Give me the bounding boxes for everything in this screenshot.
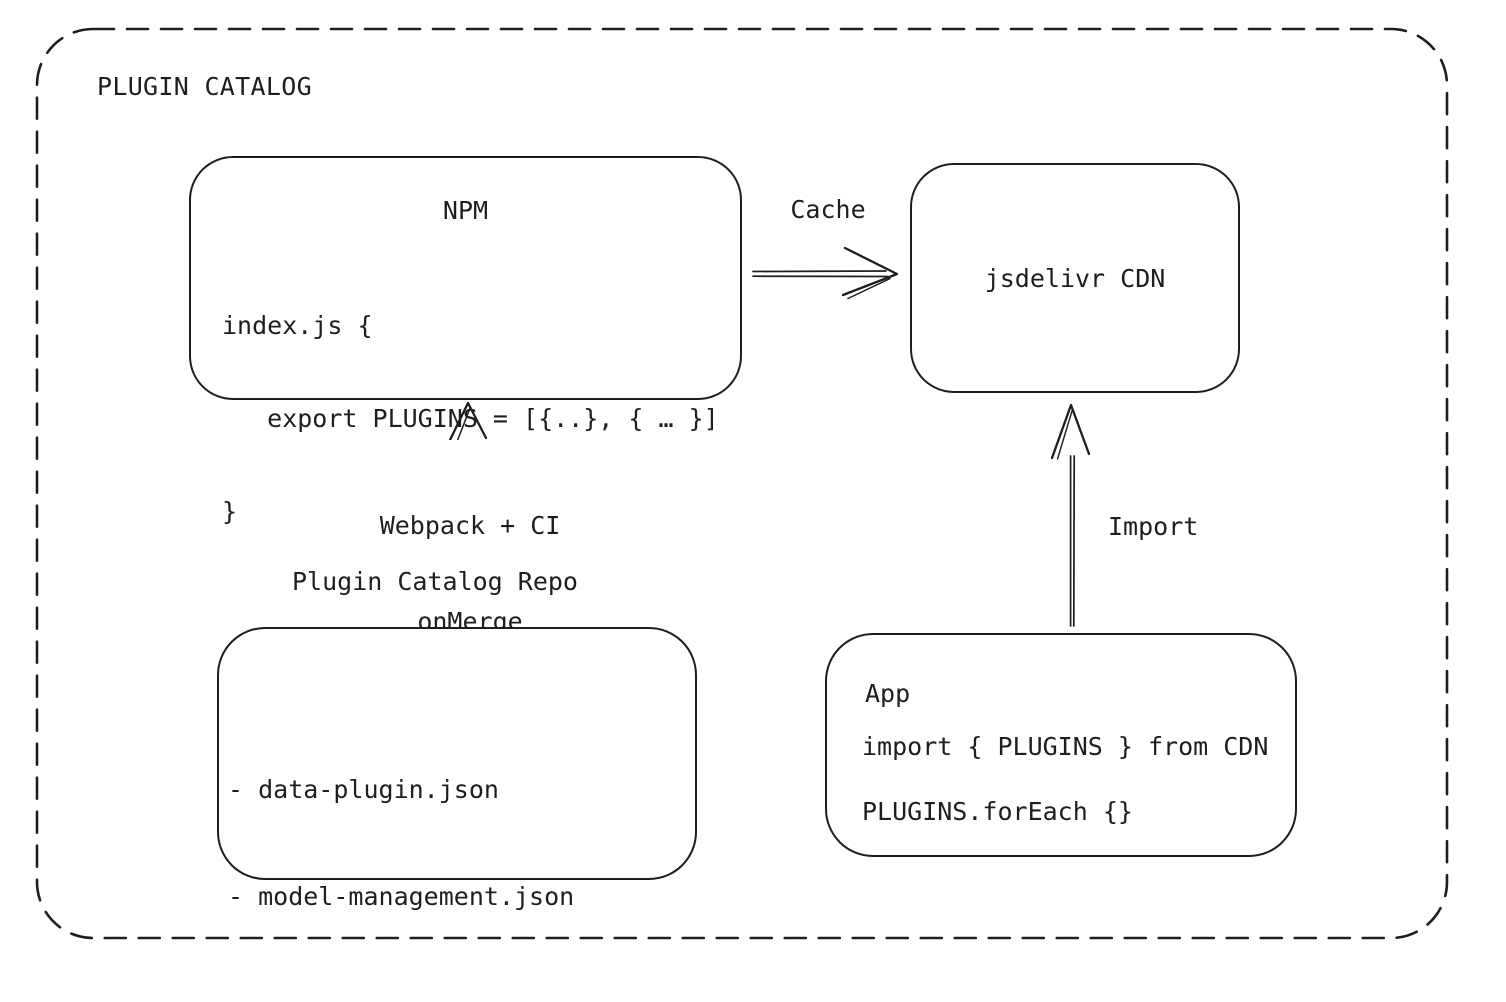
repo-file-item: - data-plugin.json <box>228 775 499 804</box>
build-arrow-label-line-1: Webpack + CI <box>379 511 561 540</box>
import-arrow <box>1050 403 1091 627</box>
repo-node-label: Plugin Catalog Repo <box>292 567 578 596</box>
npm-code-block: index.js { export PLUGINS = [{..}, { … }… <box>222 248 719 589</box>
repo-node: - data-plugin.json - model-management.js… <box>217 627 697 1002</box>
import-arrow-label: Import <box>1108 512 1199 541</box>
npm-node-title: NPM <box>442 196 489 225</box>
npm-code-line: export PLUGINS = [{..}, { … }] <box>222 404 719 433</box>
diagram-title: PLUGIN CATALOG <box>97 72 312 101</box>
repo-file-list: - data-plugin.json - model-management.js… <box>228 701 574 1002</box>
npm-code-line: } <box>222 497 238 526</box>
cache-arrow-label: Cache <box>790 195 866 224</box>
cdn-node-title: jsdelivr CDN <box>984 263 1166 293</box>
app-node-title: App <box>865 679 911 708</box>
app-code-line: import { PLUGINS } from CDN <box>862 732 1269 761</box>
catalog-boundary <box>35 27 1449 940</box>
app-node: App import { PLUGINS } from CDN PLUGINS.… <box>825 633 1297 857</box>
cache-arrow <box>752 246 899 300</box>
cdn-node: jsdelivr CDN <box>910 163 1240 393</box>
npm-code-line: index.js { <box>222 311 373 340</box>
app-code-line: PLUGINS.forEach {} <box>862 797 1133 826</box>
repo-file-item: … <box>228 985 574 1002</box>
repo-file-item: - model-management.json <box>228 881 575 911</box>
npm-node: NPM index.js { export PLUGINS = [{..}, {… <box>189 156 742 526</box>
